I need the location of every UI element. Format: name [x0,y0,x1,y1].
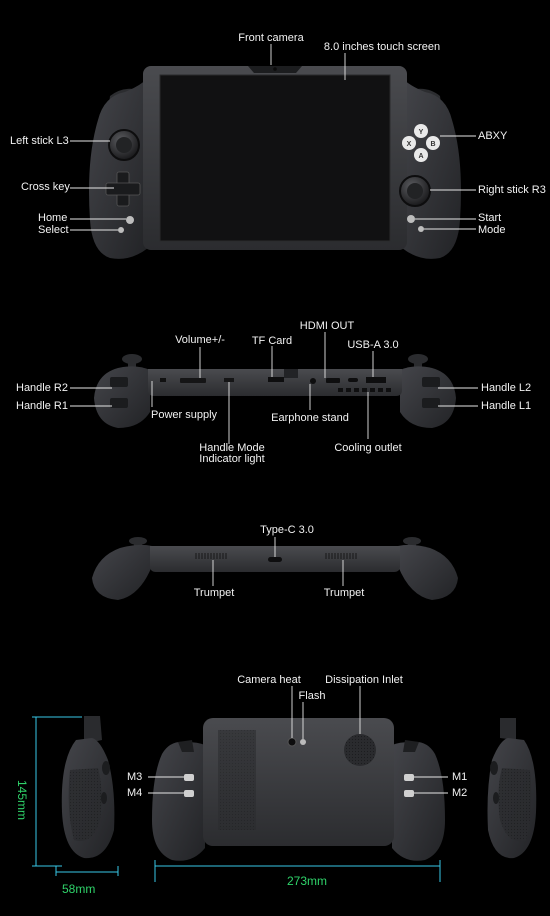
left-speaker-grille [195,553,227,559]
m1-button [404,774,414,781]
label-m3: M3 [127,771,143,783]
label-handle-l1: Handle L1 [481,400,532,412]
back-left-handle [152,741,205,861]
rear-camera [287,737,297,747]
abxy-buttons: Y X B A [402,124,440,162]
label-cooling-outlet: Cooling outlet [334,442,402,454]
dimension-lines [32,716,441,882]
label-handle-mode-line1: Handle Mode [199,442,265,454]
mode-button [418,226,424,232]
cross-key [105,171,141,207]
top-right-handle [400,366,456,428]
label-camera-heat: Camera heat [237,674,301,686]
select-button [118,227,124,233]
right-speaker-grille [325,553,357,559]
button-x-label: X [407,141,412,148]
bottom-type-c-port [268,557,282,562]
button-a-label: A [418,153,423,160]
back-right-handle [392,741,445,861]
bottom-left-handle [92,544,152,600]
dimension-depth: 58mm [62,882,96,896]
label-right-stick: Right stick R3 [478,184,546,196]
back-leader-lines [148,686,448,794]
label-handle-r2: Handle R2 [16,382,68,394]
handle-r1-button [110,398,128,408]
cooling-vents [338,388,391,392]
home-button [126,216,134,224]
right-grip [402,78,461,259]
power-button [160,378,166,382]
label-home: Home [38,212,68,224]
handle-l2-trigger [422,377,440,387]
m2-button [404,790,414,797]
label-tf-card: TF Card [251,335,293,347]
bottom-view-device [92,537,458,600]
usb-c-port [348,378,358,382]
label-m2: M2 [452,787,468,799]
m3-button [184,774,194,781]
rear-bump [284,369,298,378]
rear-flash [300,739,306,745]
label-abxy: ABXY [478,130,508,142]
top-leader-lines [70,332,478,444]
top-left-handle [94,366,150,428]
label-m1: M1 [452,771,468,783]
side-view-left [61,716,115,859]
label-trumpet-right: Trumpet [323,587,365,599]
label-dissipation-inlet: Dissipation Inlet [325,674,403,686]
earphone-jack [310,378,316,384]
label-earphone-stand: Earphone stand [271,412,349,424]
label-flash: Flash [298,690,326,702]
label-handle-r1: Handle R1 [16,400,68,412]
label-left-stick: Left stick L3 [10,135,69,147]
hdmi-port [326,378,340,383]
dimension-height: 145mm [15,779,30,821]
dimension-width: 273mm [287,874,328,888]
label-power-supply: Power supply [151,409,218,421]
handle-l1-button [422,398,440,408]
label-handle-mode-line2: Indicator light [199,453,265,465]
start-button [407,215,415,223]
handle-mode-indicator [224,378,234,382]
label-volume: Volume+/- [175,334,225,346]
m4-button [184,790,194,797]
front-view-device: Y X B A [89,66,461,259]
label-handle-l2: Handle L2 [481,382,532,394]
front-leader-lines [70,44,476,231]
side-view-right [487,718,537,859]
label-start: Start [478,212,502,224]
back-view-device [152,718,445,861]
top-view-device [94,354,456,428]
label-mode: Mode [478,224,506,236]
label-select: Select [38,224,69,236]
tf-card-slot [268,377,284,382]
front-screen [159,74,391,242]
front-camera-lens [273,67,277,71]
bottom-right-handle [398,544,458,600]
button-b-label: B [430,141,435,148]
label-front-camera: Front camera [238,32,304,44]
back-left-texture [218,730,256,830]
dissipation-inlet-grille [344,734,376,766]
handle-r2-trigger [110,377,128,387]
label-m4: M4 [127,787,143,799]
volume-rocker [180,378,206,383]
bottom-leader-lines [212,537,344,586]
label-type-c: Type-C 3.0 [260,524,314,536]
button-y-label: Y [419,129,424,136]
label-trumpet-left: Trumpet [193,587,235,599]
label-usb-a: USB-A 3.0 [347,339,399,351]
label-hdmi-out: HDMI OUT [299,320,355,332]
label-touch-screen: 8.0 inches touch screen [323,41,441,53]
usb-a-port [366,377,386,383]
label-cross-key: Cross key [21,181,70,193]
left-grip [89,78,148,259]
